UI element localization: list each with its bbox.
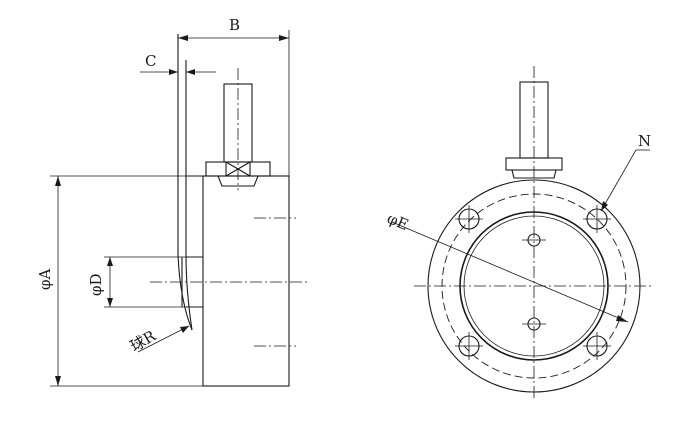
dim-r-arrow [180,326,189,333]
front-view: φE N [384,66,654,400]
front-nut [505,157,563,171]
dim-d-arrow-bottom [107,298,113,307]
body-block [202,175,290,387]
nut-cross-2 [225,161,251,177]
nut-body [205,161,271,177]
dim-b-arrow-right [279,35,289,41]
side-view: B C φA φD 球R [36,16,310,387]
dim-n-leader [600,149,637,212]
dim-n-arrow [601,201,608,211]
dim-e-label: φE [384,209,411,234]
dim-b-label: B [229,16,240,34]
dim-a-arrow-top [55,176,61,186]
dim-r-leader [137,325,190,353]
front-washer [511,169,557,179]
dim-c-arrow-right [186,69,195,75]
dim-d-label: φD [87,273,105,296]
dim-e-arrow [616,315,628,322]
washer [217,175,259,187]
dim-b-arrow-left [178,35,188,41]
dim-c-label: C [145,52,156,70]
sphere-face-inner [185,254,193,331]
dim-c-arrow-left [169,69,178,75]
dim-a-label: φA [36,268,54,290]
dim-a-arrow-bottom [55,376,61,386]
dim-n-label: N [638,132,651,150]
dim-d-arrow-top [107,257,113,266]
dim-e-line [391,221,629,323]
dim-r-label: 球R [127,326,159,355]
